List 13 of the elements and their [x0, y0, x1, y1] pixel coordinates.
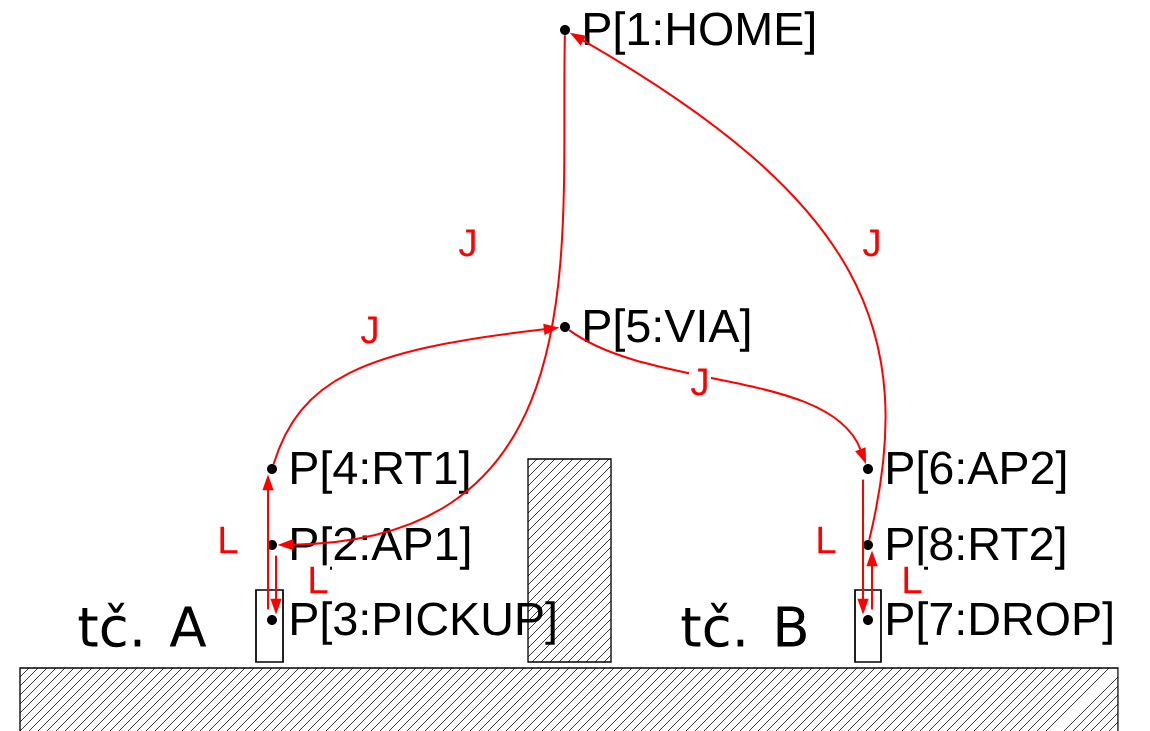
point-label: P[6:AP2]: [863, 450, 1066, 494]
edge-label: J: [861, 228, 883, 258]
edge-label: J: [359, 315, 381, 345]
point-label: P[7:DROP]: [863, 601, 1112, 645]
point-name: tč. B: [681, 602, 806, 648]
edge-label: J: [457, 228, 479, 258]
point-name: tč. A: [78, 602, 207, 648]
edge-label: L: [215, 525, 241, 555]
point-label: P[5:VIA]: [560, 308, 750, 352]
edge-label: J: [689, 367, 711, 397]
point-label: P[1:HOME]: [560, 11, 814, 55]
edge-label: L: [813, 525, 839, 555]
point-label: P[4:RT1]: [267, 450, 469, 494]
